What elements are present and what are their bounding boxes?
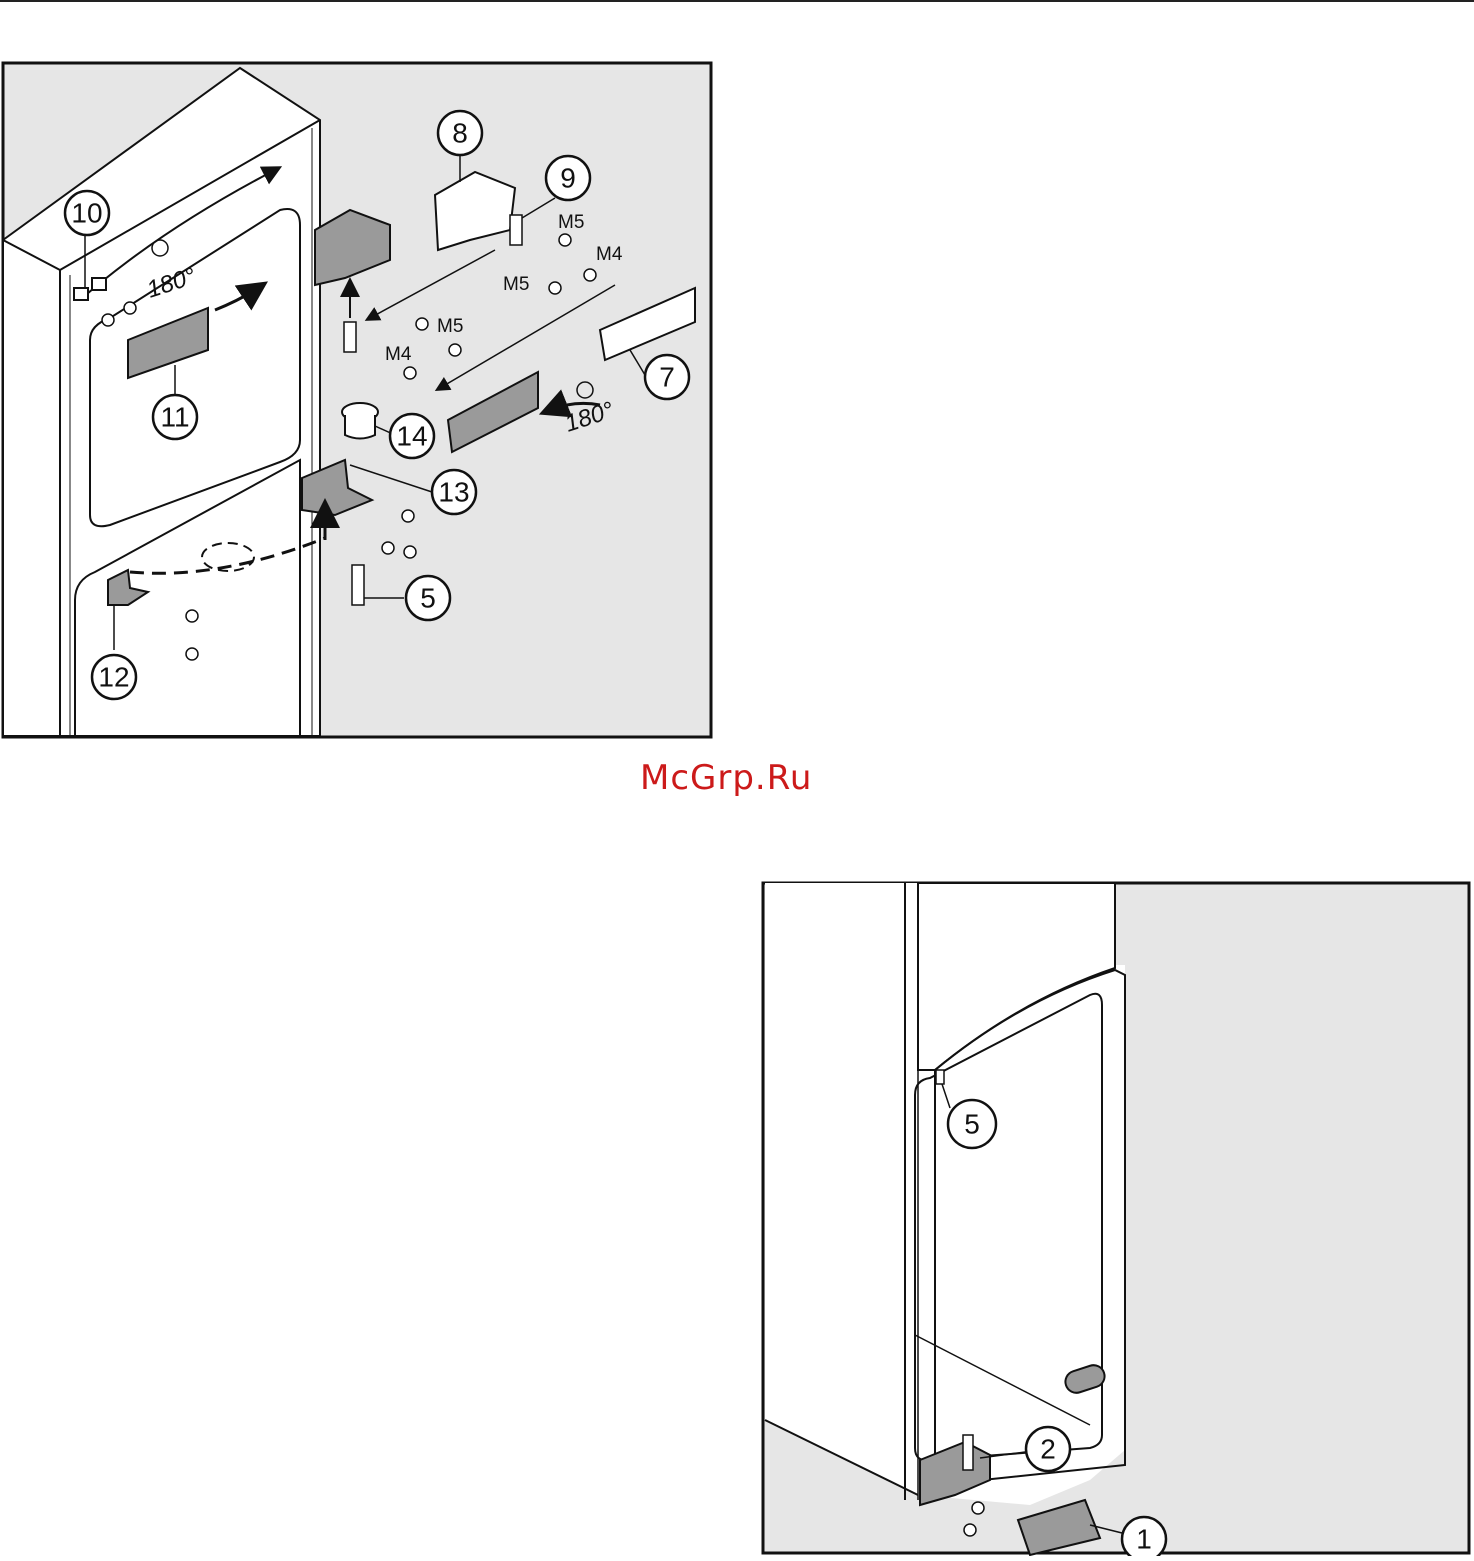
screw-label-m5-c: M5	[437, 316, 463, 337]
callout-1: 1	[1136, 1524, 1152, 1555]
callout-8: 8	[452, 118, 468, 149]
callout-11: 11	[160, 402, 189, 433]
screw-label-m5-b: M5	[503, 274, 529, 295]
cap-14	[345, 415, 375, 439]
callout-5: 5	[420, 583, 436, 614]
callout-2: 2	[1040, 1434, 1056, 1465]
pin-5	[936, 1070, 944, 1084]
screw-label-m4-b: M4	[385, 344, 412, 365]
callout-10: 10	[71, 198, 102, 229]
screw-label-m5-a: M5	[558, 212, 584, 233]
callout-12: 12	[98, 662, 129, 693]
callout-5-b: 5	[964, 1109, 980, 1140]
watermark: McGrp.Ru	[640, 758, 812, 798]
callout-13: 13	[438, 477, 469, 508]
hinge-reversal-diagram: 10 11 8 9 7 14 13 5 12 M5 M4 M5 M5 M4 18…	[0, 60, 714, 745]
callout-9: 9	[560, 163, 576, 194]
top-rule	[0, 0, 1474, 2]
pin-5	[352, 565, 364, 605]
bottom-hinge-diagram: 5 2 1	[760, 880, 1472, 1561]
callout-7: 7	[659, 362, 675, 393]
screw-label-m4-a: M4	[596, 244, 623, 265]
callout-14: 14	[396, 421, 427, 452]
